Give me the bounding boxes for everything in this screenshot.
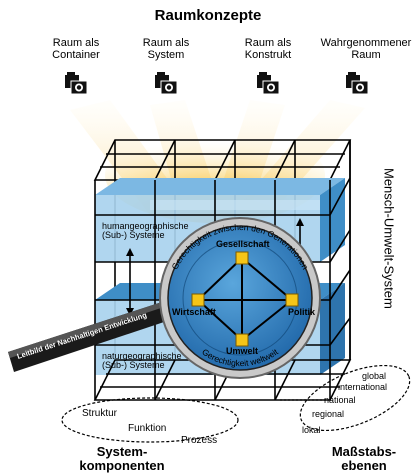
node-label-left: Wirtschaft [172, 307, 216, 317]
magnifier-lens [159, 217, 321, 379]
component-item-structure: Struktur [82, 408, 118, 419]
scales-axis-label: Maßstabs- ebenen [331, 444, 397, 473]
components-ellipse [61, 397, 239, 443]
node-label-right: Politik [288, 307, 316, 317]
concept-label-construct: Raum als Konstrukt [244, 37, 292, 61]
concept-label-container: Raum als Container [52, 37, 100, 61]
concept-label-perceived: Wahrgenommener Raum [320, 37, 412, 61]
diagram-title: Raumkonzepte [154, 7, 262, 24]
scale-item-local: lokal [302, 425, 321, 435]
camera-icon [65, 72, 88, 95]
scale-item-global: global [362, 371, 387, 381]
axis-ellipses [61, 364, 411, 443]
node-left-cube [191, 293, 205, 307]
node-label-top: Gesellschaft [216, 239, 270, 249]
camera-icon [346, 72, 369, 95]
upper-layer-label: humangeographische (Sub-) Systeme [102, 221, 189, 241]
magnifier-handle [8, 300, 176, 372]
node-right-cube [285, 293, 299, 307]
components-axis-label: System- komponenten [79, 444, 165, 473]
scale-item-national: national [324, 395, 356, 405]
concept-label-system: Raum als System [142, 37, 190, 61]
node-bottom-cube [235, 333, 249, 347]
node-label-bottom: Umwelt [226, 346, 259, 356]
lower-layer-label: naturgeographische (Sub-) Systeme [102, 351, 182, 371]
camera-icon [155, 72, 178, 95]
camera-icon [257, 72, 280, 95]
human-geography-layer [95, 178, 345, 262]
side-label: Mensch-Umwelt-System [381, 168, 397, 309]
component-item-process: Prozess [181, 435, 218, 446]
scale-item-regional: regional [312, 409, 345, 419]
camera-icons [65, 72, 369, 95]
node-top-cube [235, 251, 249, 265]
scales-ellipse [299, 364, 411, 432]
component-item-function: Funktion [128, 423, 167, 434]
scale-item-international: international [338, 382, 388, 392]
